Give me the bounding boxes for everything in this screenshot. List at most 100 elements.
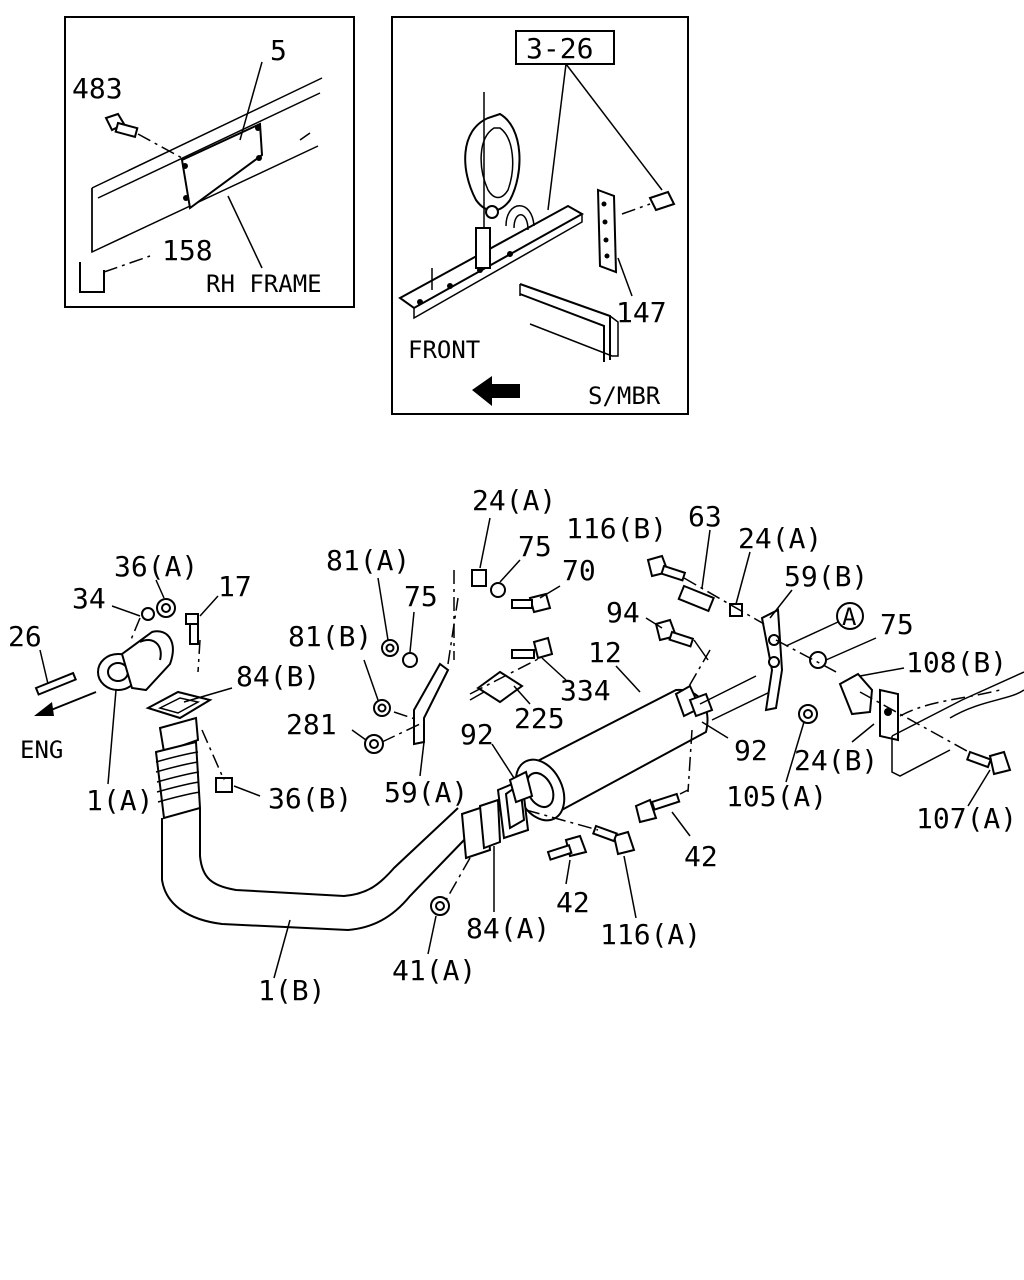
bolt-42-upper bbox=[634, 792, 681, 824]
rh-frame-caption: RH FRAME bbox=[206, 270, 322, 298]
callout-75-mid: 75 bbox=[518, 530, 552, 563]
inset-rh-frame: 483 5 158 RH FRAME bbox=[64, 16, 355, 308]
callout-1a: 1(A) bbox=[86, 784, 153, 817]
bracket-5 bbox=[180, 122, 264, 210]
rh-frame-rail bbox=[91, 77, 323, 254]
bracket-59a bbox=[413, 570, 459, 746]
callout-34: 34 bbox=[72, 582, 106, 615]
callout-75-left: 75 bbox=[404, 580, 438, 613]
callout-158: 158 bbox=[162, 234, 213, 267]
callout-59b: 59(B) bbox=[784, 560, 868, 593]
eng-arrow-icon bbox=[34, 702, 54, 716]
callout-36b: 36(B) bbox=[268, 782, 352, 815]
callout-81b: 81(B) bbox=[288, 620, 372, 653]
nut-81b bbox=[373, 699, 391, 717]
nut-36a bbox=[156, 598, 176, 618]
callout-75-right: 75 bbox=[880, 608, 914, 641]
callout-334: 334 bbox=[560, 674, 611, 707]
callout-42-upper: 42 bbox=[684, 840, 718, 873]
nut-36b bbox=[215, 777, 233, 793]
eng-label: ENG bbox=[20, 736, 63, 764]
inset-front-border bbox=[391, 16, 689, 415]
bushing-75-left bbox=[402, 652, 418, 668]
bracket-225 bbox=[469, 670, 524, 704]
front-label: FRONT bbox=[408, 336, 480, 364]
callout-107a: 107(A) bbox=[916, 802, 1017, 835]
callout-42-lower: 42 bbox=[556, 886, 590, 919]
inset-front: 3-26 bbox=[391, 16, 689, 415]
nut-281 bbox=[364, 734, 384, 754]
clamp-92-right bbox=[674, 684, 714, 718]
callout-36a: 36(A) bbox=[114, 550, 198, 583]
bolt-483 bbox=[104, 112, 183, 159]
callout-84b: 84(B) bbox=[236, 660, 320, 693]
nut-81a bbox=[381, 639, 399, 657]
callout-12: 12 bbox=[588, 636, 622, 669]
bolt-334 bbox=[511, 636, 554, 660]
callout-24b: 24(B) bbox=[794, 744, 878, 777]
callout-41a: 41(A) bbox=[392, 954, 476, 987]
callout-26: 26 bbox=[8, 620, 42, 653]
callout-24a-left: 24(A) bbox=[472, 484, 556, 517]
main-exploded-view: ENG bbox=[8, 484, 1024, 1007]
bolt-94 bbox=[654, 618, 695, 648]
bolt-42-lower bbox=[546, 834, 588, 861]
bushing-75-mid bbox=[490, 582, 506, 598]
circle-a-marker: A bbox=[836, 602, 864, 631]
bolt-107a bbox=[965, 750, 1012, 776]
callout-63: 63 bbox=[688, 500, 722, 533]
smbr-label: S/MBR bbox=[588, 382, 661, 410]
frame-section-right bbox=[891, 671, 1024, 777]
callout-116a: 116(A) bbox=[600, 918, 701, 951]
bolt-70 bbox=[511, 592, 552, 614]
callout-92-right: 92 bbox=[734, 734, 768, 767]
callout-81a: 81(A) bbox=[326, 544, 410, 577]
muffler-12 bbox=[496, 688, 709, 840]
eng-arrow bbox=[34, 691, 97, 716]
bracket-108b bbox=[838, 672, 899, 742]
clamp-92-left bbox=[508, 770, 534, 804]
callout-94: 94 bbox=[606, 596, 640, 629]
tailpipe-lines bbox=[687, 649, 775, 793]
callout-17: 17 bbox=[218, 570, 252, 603]
stud-26 bbox=[34, 671, 78, 696]
clip-158 bbox=[79, 255, 151, 293]
callout-225: 225 bbox=[514, 702, 565, 735]
callout-92-left: 92 bbox=[460, 718, 494, 751]
callout-147: 147 bbox=[616, 296, 667, 329]
s-mbr-channel bbox=[519, 283, 619, 362]
bolt-116b bbox=[646, 554, 687, 582]
gasket-84b bbox=[145, 690, 213, 720]
ref-box-3-26 bbox=[515, 30, 615, 65]
callout-116b: 116(B) bbox=[566, 512, 667, 545]
callout-70: 70 bbox=[562, 554, 596, 587]
callout-1b: 1(B) bbox=[258, 974, 325, 1007]
callout-483: 483 bbox=[72, 72, 123, 105]
leader-lines bbox=[39, 517, 991, 979]
callout-59a: 59(A) bbox=[384, 776, 468, 809]
callout-105a: 105(A) bbox=[726, 780, 827, 813]
bolt-116a bbox=[591, 824, 636, 856]
ref-box-label: 3-26 bbox=[526, 32, 593, 65]
nut-105a bbox=[798, 704, 818, 724]
callout-108b: 108(B) bbox=[906, 646, 1007, 679]
bracket-59b bbox=[760, 608, 784, 712]
callout-281: 281 bbox=[286, 708, 337, 741]
callout-84a: 84(A) bbox=[466, 912, 550, 945]
nut-41a bbox=[430, 896, 450, 916]
bushing-24a-left bbox=[471, 569, 487, 587]
callout-5: 5 bbox=[270, 34, 287, 67]
bracket-147 bbox=[596, 188, 676, 274]
circle-a-label: A bbox=[842, 603, 857, 631]
callout-24a-right: 24(A) bbox=[738, 522, 822, 555]
hanger-assembly bbox=[464, 92, 535, 269]
gasket-84a bbox=[445, 798, 502, 901]
bolt-17 bbox=[185, 613, 199, 645]
exhaust-elbow-1a bbox=[97, 630, 174, 692]
front-arrow-icon bbox=[472, 376, 520, 406]
spacer-63 bbox=[677, 584, 715, 613]
inset-rh-frame-border bbox=[64, 16, 355, 308]
exhaust-pipe-1b bbox=[154, 716, 467, 932]
washer-34 bbox=[141, 607, 155, 621]
